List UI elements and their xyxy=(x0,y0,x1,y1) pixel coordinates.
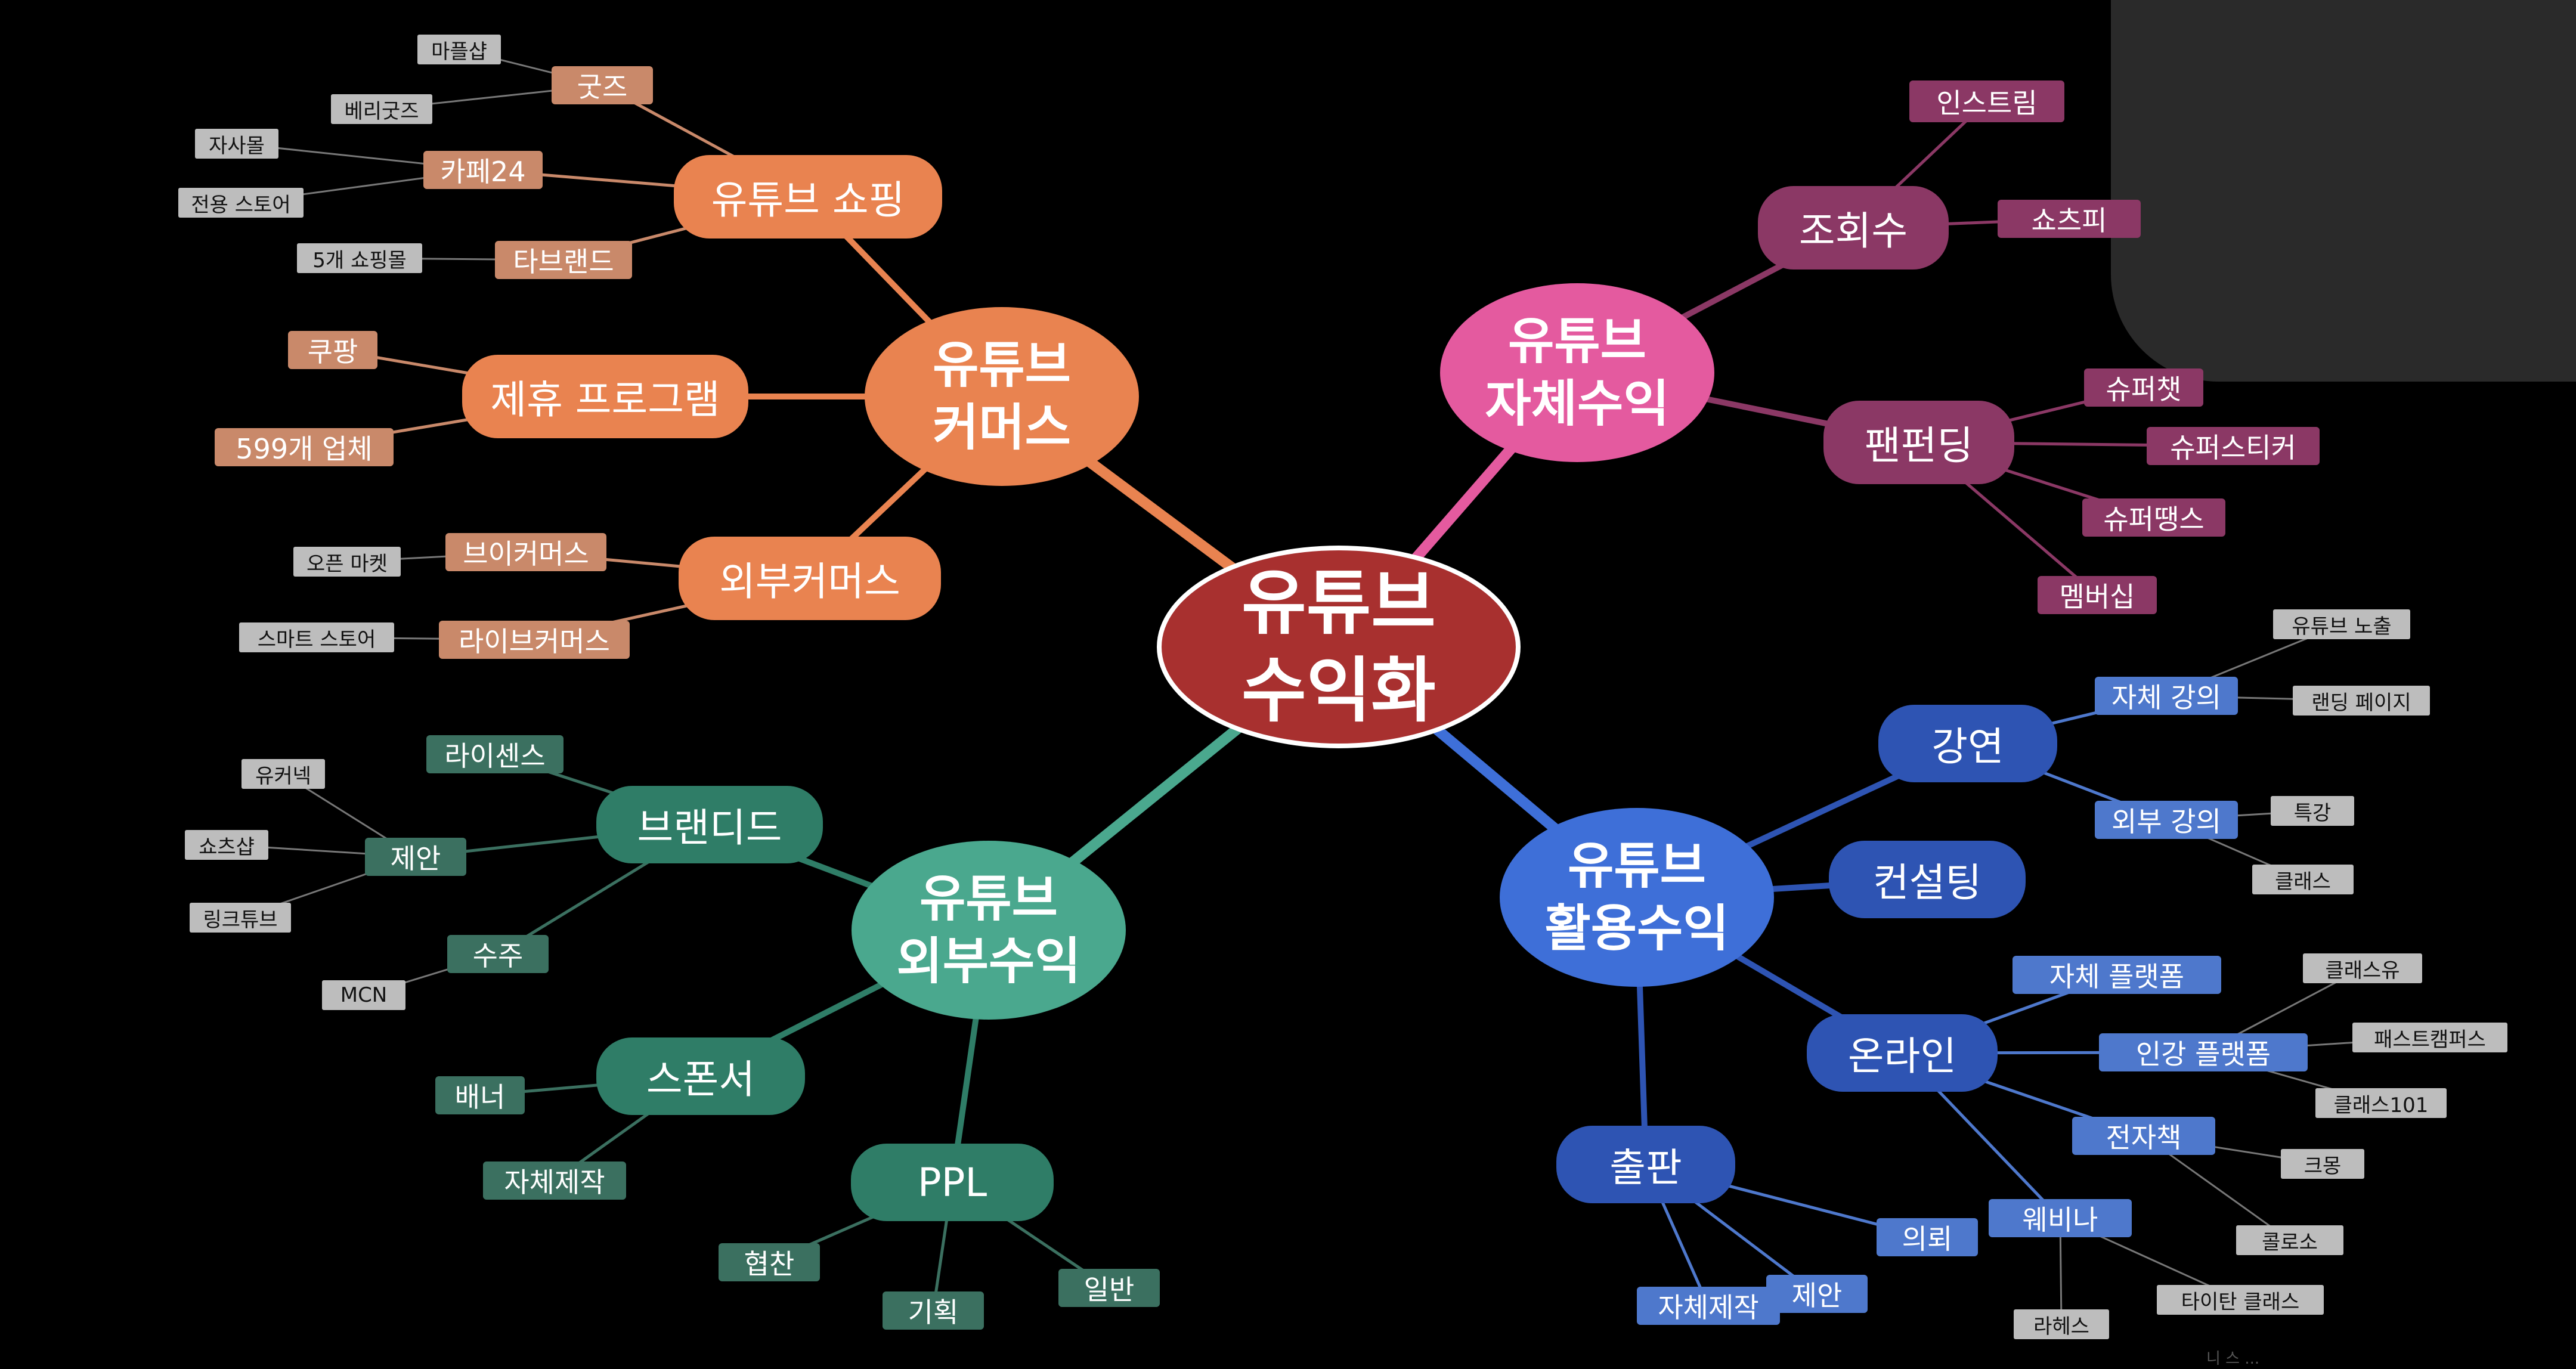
node-commis[interactable]: 의뢰 xyxy=(1877,1218,1978,1256)
node-commerce-line-2: 커머스 xyxy=(933,398,1071,457)
node-utilize-line-2: 활용수익 xyxy=(1544,899,1729,958)
node-lecture[interactable]: 강연 xyxy=(1878,705,2057,782)
node-colosso[interactable]: 콜로소 xyxy=(2236,1225,2343,1255)
node-superstk[interactable]: 슈퍼스티커 xyxy=(2147,427,2320,465)
node-sponsor[interactable]: 스폰서 xyxy=(596,1037,805,1115)
node-superthx[interactable]: 슈퍼땡스 xyxy=(2082,498,2225,537)
node-center-line-2: 수익화 xyxy=(1241,649,1436,732)
node-goods2[interactable]: 베리굿즈 xyxy=(331,94,432,124)
node-coupang[interactable]: 쿠팡 xyxy=(288,331,377,369)
node-ppl[interactable]: PPL xyxy=(851,1144,1054,1221)
node-publish[interactable]: 출판 xyxy=(1556,1126,1735,1203)
node-shorts[interactable]: 쇼츠피 xyxy=(1998,200,2141,238)
node-webinar[interactable]: 웨비나 xyxy=(1989,1199,2132,1237)
node-bproposal[interactable]: 제안 xyxy=(365,838,466,876)
node-landing[interactable]: 랜딩 페이지 xyxy=(2293,686,2430,716)
node-member[interactable]: 멤버십 xyxy=(2038,576,2157,614)
node-external-line-2: 외부수익 xyxy=(896,932,1081,990)
node-cafe242[interactable]: 전용 스토어 xyxy=(178,188,304,218)
node-proposal[interactable]: 제안 xyxy=(1766,1275,1868,1313)
node-mcn[interactable]: MCN xyxy=(322,980,405,1010)
node-class[interactable]: 클래스 xyxy=(2252,865,2354,894)
node-kmong[interactable]: 크몽 xyxy=(2281,1149,2364,1179)
node-superchat[interactable]: 슈퍼챗 xyxy=(2084,368,2203,407)
node-external-line-1: 유튜브 xyxy=(919,869,1058,928)
node-sponself[interactable]: 자체제작 xyxy=(483,1162,626,1200)
node-titan[interactable]: 타이탄 클래스 xyxy=(2157,1285,2324,1315)
node-tabrand1[interactable]: 5개 쇼핑몰 xyxy=(297,243,422,273)
node-insta[interactable]: 인스트림 xyxy=(1909,80,2064,122)
node-classu[interactable]: 클래스유 xyxy=(2303,953,2422,983)
node-ebook[interactable]: 전자책 xyxy=(2072,1117,2215,1155)
node-views[interactable]: 조회수 xyxy=(1758,186,1949,270)
node-special[interactable]: 특강 xyxy=(2271,796,2354,826)
node-ownplat[interactable]: 자체 플랫폼 xyxy=(2012,956,2221,994)
node-lahaes[interactable]: 라헤스 xyxy=(2014,1309,2109,1339)
node-extlec[interactable]: 외부 강의 xyxy=(2095,801,2238,839)
node-general[interactable]: 일반 xyxy=(1058,1269,1160,1307)
node-ytexp[interactable]: 유튜브 노출 xyxy=(2273,609,2410,639)
node-pubself[interactable]: 자체제작 xyxy=(1637,1287,1780,1325)
node-own-line-2: 자체수익 xyxy=(1485,374,1670,433)
node-plan[interactable]: 기획 xyxy=(883,1291,984,1330)
node-banner[interactable]: 배너 xyxy=(435,1076,525,1114)
node-goods[interactable]: 굿즈 xyxy=(552,66,653,104)
node-youcom[interactable]: 유커넥 xyxy=(242,759,325,789)
node-companies[interactable]: 599개 업체 xyxy=(215,428,394,466)
redacted-area xyxy=(2111,0,2576,382)
node-fastcamp[interactable]: 패스트캠퍼스 xyxy=(2352,1023,2507,1052)
node-cafe241[interactable]: 자사몰 xyxy=(195,129,278,159)
node-linktube[interactable]: 링크튜브 xyxy=(190,903,291,933)
node-openmk[interactable]: 오픈 마켓 xyxy=(293,547,401,577)
node-livecom[interactable]: 라이브커머스 xyxy=(439,621,630,659)
node-own-line-1: 유튜브 xyxy=(1508,312,1646,370)
node-smart[interactable]: 스마트 스토어 xyxy=(239,622,394,652)
node-shopping[interactable]: 유튜브 쇼핑 xyxy=(674,155,942,239)
node-coop[interactable]: 협찬 xyxy=(719,1243,820,1281)
footer-text: 니 스 ... xyxy=(2206,1350,2260,1368)
node-shortsshop[interactable]: 쇼츠샵 xyxy=(185,830,268,860)
node-license[interactable]: 라이센스 xyxy=(426,735,564,773)
node-center-line-1: 유튜브 xyxy=(1241,561,1436,644)
node-consult[interactable]: 컨설팅 xyxy=(1829,841,2026,918)
node-lecplat[interactable]: 인강 플랫폼 xyxy=(2099,1033,2308,1071)
node-affiliate[interactable]: 제휴 프로그램 xyxy=(462,355,748,438)
node-order[interactable]: 수주 xyxy=(447,935,549,973)
node-branded[interactable]: 브랜디드 xyxy=(596,786,823,863)
node-extcom[interactable]: 외부커머스 xyxy=(679,537,941,620)
node-tabrand[interactable]: 타브랜드 xyxy=(495,241,632,279)
node-class101[interactable]: 클래스101 xyxy=(2315,1088,2447,1118)
node-commerce-line-1: 유튜브 xyxy=(933,336,1071,394)
node-fanfund[interactable]: 팬펀딩 xyxy=(1823,401,2014,484)
node-selflec[interactable]: 자체 강의 xyxy=(2095,677,2238,715)
node-goods1[interactable]: 마플샵 xyxy=(417,35,501,64)
node-vcom[interactable]: 브이커머스 xyxy=(445,533,606,571)
node-utilize-line-1: 유튜브 xyxy=(1568,837,1706,895)
node-cafe24[interactable]: 카페24 xyxy=(423,151,543,189)
node-online[interactable]: 온라인 xyxy=(1807,1014,1998,1092)
